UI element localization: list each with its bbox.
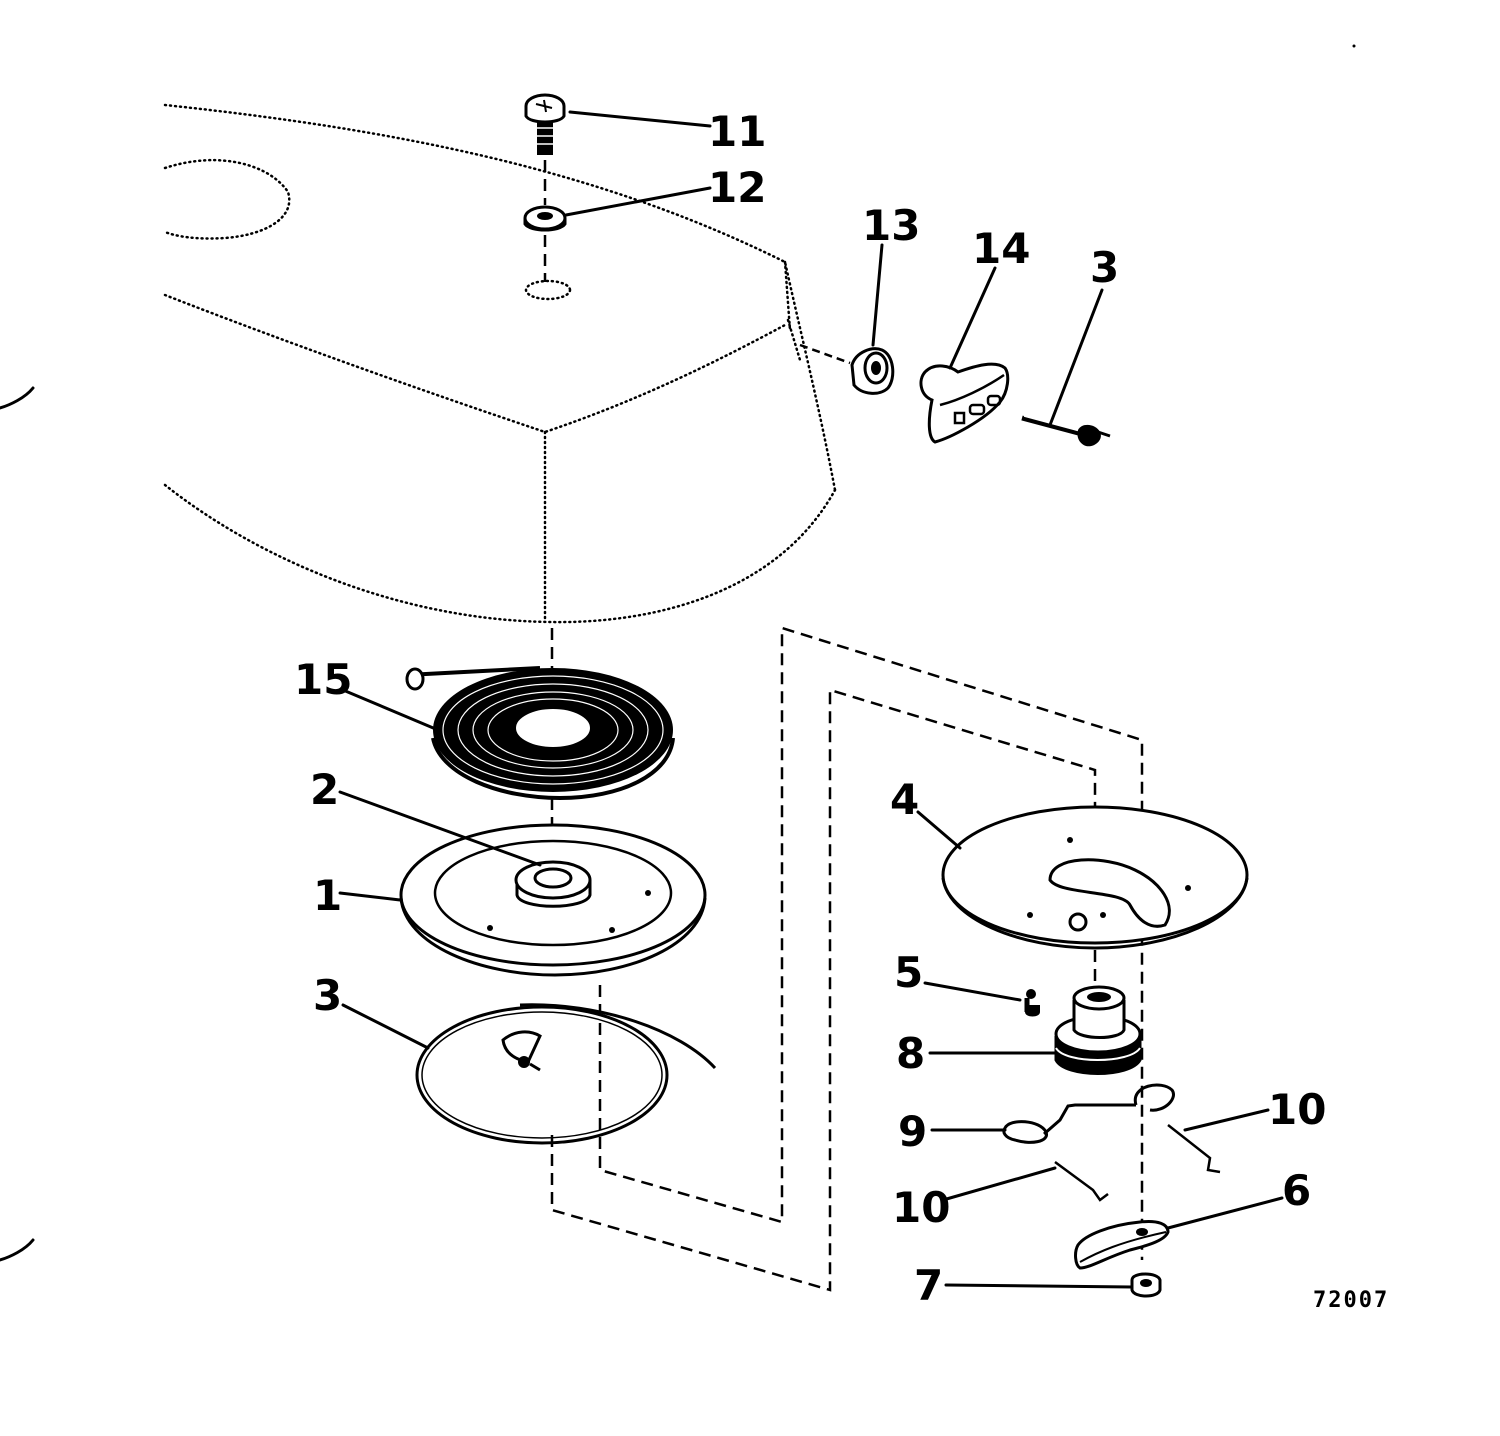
pulley-part-8 xyxy=(1054,985,1142,1075)
callout-7: 7 xyxy=(914,1261,943,1310)
screw-part-5 xyxy=(1024,989,1040,1017)
hub-bushing-part-2 xyxy=(514,860,592,908)
rope-pin-part-3-top xyxy=(1021,415,1111,447)
screw-part-11 xyxy=(524,93,566,155)
pawl-part-6 xyxy=(1074,1220,1170,1270)
callout-1: 1 xyxy=(313,871,342,920)
callout-5: 5 xyxy=(894,948,923,997)
callout-10-left: 10 xyxy=(892,1183,950,1232)
callout-10-right: 10 xyxy=(1268,1085,1326,1134)
callout-14: 14 xyxy=(972,224,1030,273)
recoil-spring-part-15 xyxy=(405,666,675,801)
engine-cover-outline xyxy=(163,103,837,624)
handle-part-14 xyxy=(919,362,1010,444)
retainer-part-7 xyxy=(1130,1272,1162,1298)
pawl-plate-part-4 xyxy=(941,805,1249,950)
callout-9: 9 xyxy=(898,1107,927,1156)
callout-11: 11 xyxy=(708,107,766,156)
starter-rope-part-3-lower xyxy=(415,1003,717,1145)
spring-part-10-left xyxy=(1054,1160,1109,1202)
callout-2: 2 xyxy=(310,765,339,814)
leader-lines xyxy=(338,110,1284,1289)
callout-6: 6 xyxy=(1282,1166,1311,1215)
callout-labels: 11 12 13 14 3 15 2 1 3 4 5 8 9 10 10 6 7 xyxy=(294,107,1326,1310)
callout-15: 15 xyxy=(294,655,352,704)
spring-part-10-right xyxy=(1167,1124,1221,1174)
scan-edge-marks xyxy=(0,44,1356,1262)
callout-12: 12 xyxy=(708,163,766,212)
figure-number: 72007 xyxy=(1313,1288,1389,1313)
callout-3-lower: 3 xyxy=(313,971,342,1020)
callout-13: 13 xyxy=(862,201,920,250)
link-spring-part-9 xyxy=(1002,1083,1175,1144)
callout-8: 8 xyxy=(896,1029,925,1078)
callout-4: 4 xyxy=(890,775,919,824)
callout-3-top: 3 xyxy=(1090,243,1119,292)
washer-part-12 xyxy=(523,205,567,232)
grommet-part-13 xyxy=(850,347,895,395)
